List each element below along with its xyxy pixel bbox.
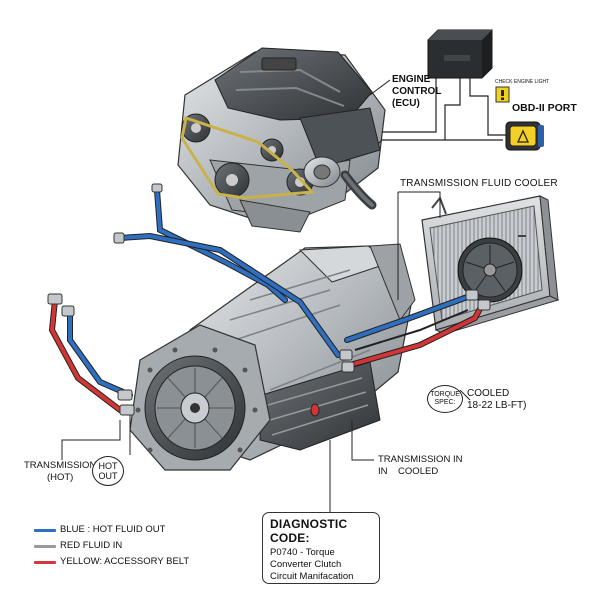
check-engine-light-icon — [495, 86, 510, 103]
transmission-fluid-cooler — [421, 195, 560, 335]
accessory-belt-pulleys — [180, 113, 341, 200]
diagnostic-line-2: Circuit Manifacation — [270, 571, 354, 582]
hot-out-line-1: HOT — [98, 461, 118, 471]
legend: BLUE : HOT FLUID OUT RED FLUID IN YELLOW… — [34, 522, 189, 570]
obd-port-label: OBD-II PORT — [512, 102, 577, 114]
cooled-value-line-2: 18-22 LB-FT) — [467, 400, 527, 411]
transmission-housing — [129, 243, 416, 471]
ecu-label: ENGINE CONTROL (ECU) — [392, 74, 441, 110]
check-engine-light-label: CHECK ENGINE LIGHT — [495, 79, 550, 85]
engine-block — [177, 47, 386, 233]
legend-item: BLUE : HOT FLUID OUT — [34, 522, 189, 538]
torque-spec-line-1: TORQUE — [430, 391, 460, 398]
cooled-value-line-1: COOLED — [467, 388, 510, 399]
cooler-title: TRANSMISSION FLUID COOLER — [400, 178, 558, 189]
legend-text: RED FLUID IN — [60, 540, 123, 551]
legend-item: RED FLUID IN — [34, 538, 189, 554]
diagnostic-code-box: DIAGNOSTIC CODE: P0740 - Torque Converte… — [262, 512, 380, 584]
torque-spec-line-2: SPEC: — [434, 399, 456, 406]
transmission-in-line-2: IN COOLED — [378, 466, 439, 477]
legend-swatch — [34, 528, 56, 532]
transmission-hot-line-1: TRANSMISSION — [24, 460, 97, 471]
legend-swatch — [34, 544, 56, 548]
legend-item: YELLOW: ACCESSORY BELT — [34, 554, 189, 570]
legend-text: YELLOW: ACCESSORY BELT — [60, 556, 190, 567]
torque-spec-badge: TORQUE SPEC: — [427, 385, 463, 413]
obd-port-connector — [505, 121, 544, 151]
red-fluid-lines — [47, 289, 491, 416]
diagnostic-title: DIAGNOSTIC CODE: — [270, 517, 348, 545]
leader-lines — [61, 79, 471, 512]
blue-fluid-lines — [67, 183, 473, 398]
transmission-hot-line-2: (HOT) — [46, 472, 74, 483]
ecu-label-line-3: (ECU) — [392, 98, 420, 109]
ecu-label-line-1: ENGINE — [392, 74, 431, 85]
transmission-in-label: TRANSMISSION IN IN COOLED — [378, 454, 462, 478]
legend-text: BLUE : HOT FLUID OUT — [60, 524, 166, 535]
ecu-module — [427, 29, 493, 79]
diagnostic-line-1: P0740 - Torque Converter Clutch — [270, 547, 342, 570]
ecu-label-line-2: CONTROL — [392, 86, 442, 97]
legend-swatch — [34, 560, 56, 564]
cooled-value-label: COOLED 18-22 LB-FT) — [467, 388, 526, 412]
hot-out-line-2: OUT — [98, 471, 118, 481]
hot-out-badge: HOT OUT — [92, 456, 124, 486]
transmission-in-line-1: TRANSMISSION IN — [378, 454, 463, 465]
transmission-hot-label: TRANSMISSION (HOT) — [24, 460, 96, 484]
